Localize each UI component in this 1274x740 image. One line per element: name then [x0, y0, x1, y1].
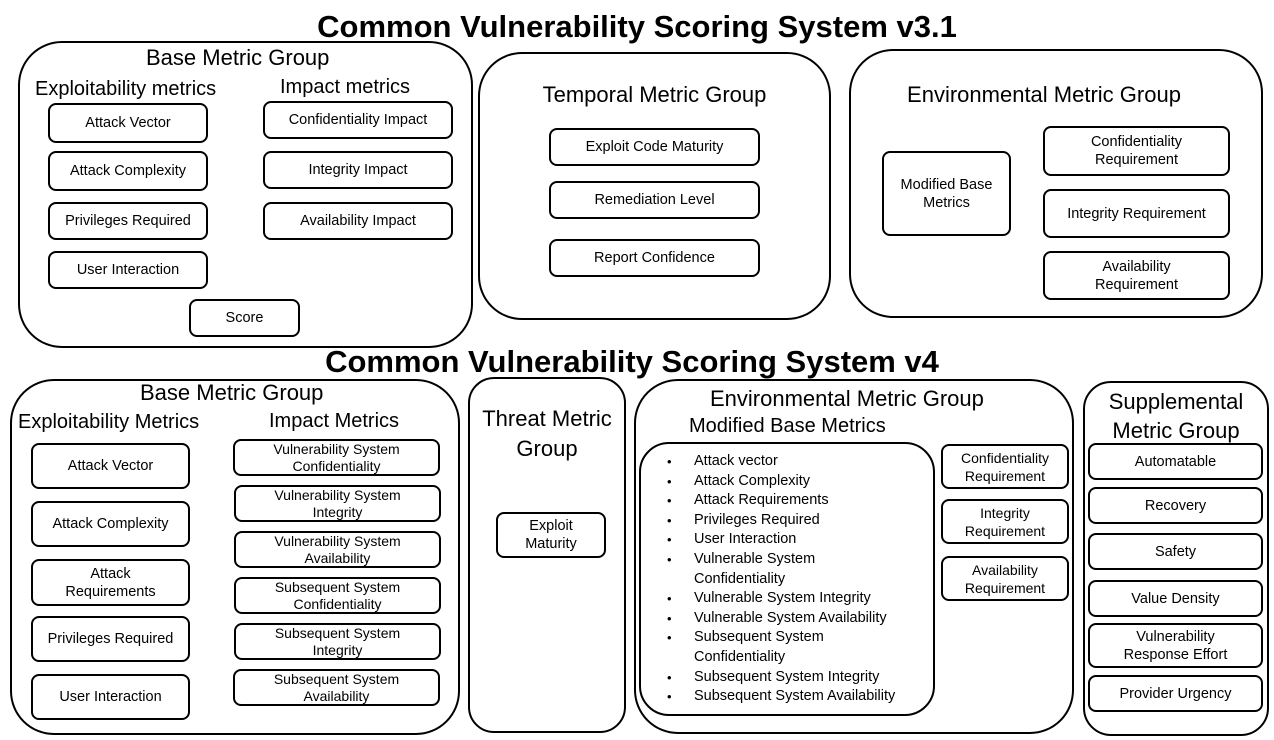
- v4-attack-vector-box: Attack Vector: [31, 443, 190, 489]
- v4-attack-requirements-box: Attack Requirements: [31, 559, 190, 606]
- v4-integrity-requirement-box: Integrity Requirement: [941, 499, 1069, 544]
- v4-attack-complexity-box: Attack Complexity: [31, 501, 190, 547]
- v4-recovery-box: Recovery: [1088, 487, 1263, 524]
- v31-availability-impact-box: Availability Impact: [263, 202, 453, 240]
- list-item: Vulnerable System Integrity: [640, 589, 932, 609]
- v31-exploit-code-maturity-box: Exploit Code Maturity: [549, 128, 760, 166]
- list-item: Vulnerable System Availability: [640, 609, 932, 629]
- v31-title: Common Vulnerability Scoring System v3.1: [317, 9, 957, 44]
- v4-safety-box: Safety: [1088, 533, 1263, 570]
- v4-modified-base-heading: Modified Base Metrics: [689, 415, 886, 437]
- v31-exploitability-heading: Exploitability metrics: [35, 78, 217, 100]
- v31-score-box: Score: [189, 299, 300, 337]
- v31-remediation-level-box: Remediation Level: [549, 181, 760, 219]
- v31-attack-vector-box: Attack Vector: [48, 103, 208, 143]
- v4-exploit-maturity-box: Exploit Maturity: [496, 512, 606, 558]
- v31-integrity-requirement-box: Integrity Requirement: [1043, 189, 1230, 238]
- v31-impact-heading: Impact metrics: [280, 76, 411, 98]
- v4-exploitability-heading: Exploitability Metrics: [18, 411, 200, 433]
- v31-confidentiality-impact-box: Confidentiality Impact: [263, 101, 453, 139]
- v4-impact-heading: Impact Metrics: [269, 410, 400, 432]
- v4-threat-heading: Threat Metric Group: [482, 406, 612, 461]
- list-item: Vulnerable System Confidentiality: [640, 550, 932, 589]
- v31-integrity-impact-box: Integrity Impact: [263, 151, 453, 189]
- v4-vulnerability-system-availability-box: Vulnerability System Availability: [234, 531, 441, 568]
- list-item: Attack vector: [640, 452, 932, 472]
- list-item: Subsequent System Availability: [640, 687, 932, 707]
- v4-subsequent-system-integrity-box: Subsequent System Integrity: [234, 623, 441, 660]
- list-item: Privileges Required: [640, 511, 932, 531]
- v31-confidentiality-requirement-box: Confidentiality Requirement: [1043, 126, 1230, 176]
- v4-user-interaction-box: User Interaction: [31, 674, 190, 720]
- list-item: Attack Complexity: [640, 472, 932, 492]
- list-item: Subsequent System Integrity: [640, 668, 932, 688]
- v4-vulnerability-response-effort-box: Vulnerability Response Effort: [1088, 623, 1263, 668]
- v31-base-heading: Base Metric Group: [146, 45, 330, 70]
- v4-automatable-box: Automatable: [1088, 443, 1263, 480]
- v4-environmental-heading: Environmental Metric Group: [710, 386, 984, 411]
- v4-provider-urgency-box: Provider Urgency: [1088, 675, 1263, 712]
- v4-subsequent-system-confidentiality-box: Subsequent System Confidentiality: [234, 577, 441, 614]
- v31-availability-requirement-box: Availability Requirement: [1043, 251, 1230, 300]
- list-item: Subsequent System Confidentiality: [640, 628, 932, 667]
- list-item: User Interaction: [640, 530, 932, 550]
- v4-privileges-required-box: Privileges Required: [31, 616, 190, 662]
- v31-temporal-heading: Temporal Metric Group: [542, 82, 767, 107]
- v31-base-metric-group: [18, 41, 473, 348]
- v31-attack-complexity-box: Attack Complexity: [48, 151, 208, 191]
- v4-title: Common Vulnerability Scoring System v4: [325, 344, 939, 379]
- v31-report-confidence-box: Report Confidence: [549, 239, 760, 277]
- v4-modified-base-metrics-list: Attack vector Attack Complexity Attack R…: [640, 452, 932, 707]
- list-item: Attack Requirements: [640, 491, 932, 511]
- v4-supplemental-heading: Supplemental Metric Group: [1108, 389, 1244, 443]
- v4-confidentiality-requirement-box: Confidentiality Requirement: [941, 444, 1069, 489]
- v31-environmental-heading: Environmental Metric Group: [907, 82, 1181, 107]
- v31-modified-base-metrics-box: Modified Base Metrics: [882, 151, 1011, 236]
- v4-subsequent-system-availability-box: Subsequent System Availability: [233, 669, 440, 706]
- v4-vulnerability-system-integrity-box: Vulnerability System Integrity: [234, 485, 441, 522]
- v4-base-heading: Base Metric Group: [140, 380, 324, 405]
- v4-vulnerability-system-confidentiality-box: Vulnerability System Confidentiality: [233, 439, 440, 476]
- v4-value-density-box: Value Density: [1088, 580, 1263, 617]
- v4-availability-requirement-box: Availability Requirement: [941, 556, 1069, 601]
- v31-privileges-required-box: Privileges Required: [48, 202, 208, 240]
- v31-user-interaction-box: User Interaction: [48, 251, 208, 289]
